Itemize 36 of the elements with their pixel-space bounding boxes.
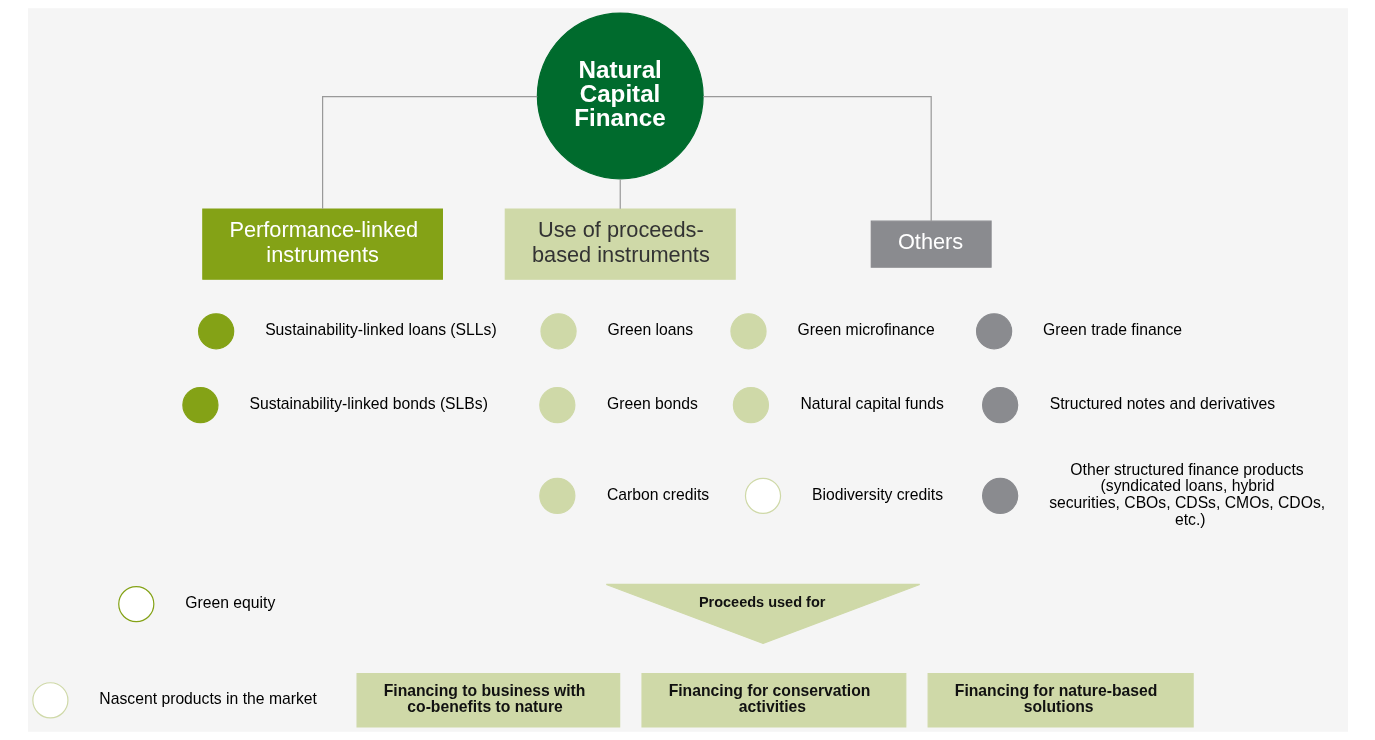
node-circle (981, 477, 1018, 514)
node-label: Sustainability-linked loans (SLLs) (264, 321, 497, 339)
connector (702, 95, 932, 222)
node-box: Performance-linked instruments (201, 208, 443, 280)
node-circle (31, 682, 69, 719)
node-box: Financing for conservation activities (640, 673, 906, 728)
node-circle (729, 313, 767, 350)
node-label: Carbon credits (606, 485, 709, 503)
node-circle (744, 477, 781, 514)
node-box: Others (870, 220, 992, 268)
node-box: Financing to business with co-benefits to nature (356, 673, 620, 728)
connector (619, 178, 621, 210)
node-circle (981, 386, 1018, 424)
node-box: Use of proceeds-based instruments (504, 208, 736, 280)
node-circle (181, 386, 219, 424)
node-label: Structured notes and derivatives (1049, 395, 1275, 413)
node-label: Green equity (184, 594, 275, 612)
connector (321, 95, 538, 210)
node-circle (538, 386, 575, 424)
node-label: Other structured finance products (syndicated loans, hybrid securities, CBOs, CDSs, CMOs, CDOs, etc.) (1048, 460, 1325, 529)
node-label: Biodiversity credits (811, 485, 943, 503)
node-box: Financing for nature-based solutions (927, 673, 1194, 728)
node-circle: Natural Capital Finance (536, 12, 704, 180)
node-label: Nascent products in the market (98, 690, 317, 708)
node-circle (197, 313, 234, 350)
node-label: Green microfinance (797, 321, 935, 339)
node-circle (117, 585, 154, 623)
node-label: Sustainability-linked bonds (SLBs) (248, 395, 488, 413)
node-label: Green bonds (606, 395, 698, 413)
node-circle (732, 386, 769, 424)
node-label: Green loans (607, 321, 693, 339)
node-circle (975, 313, 1012, 350)
node-circle (539, 313, 577, 350)
node-circle (538, 477, 575, 514)
node-label: Green trade finance (1042, 321, 1182, 339)
node-label: Natural capital funds (800, 395, 944, 413)
